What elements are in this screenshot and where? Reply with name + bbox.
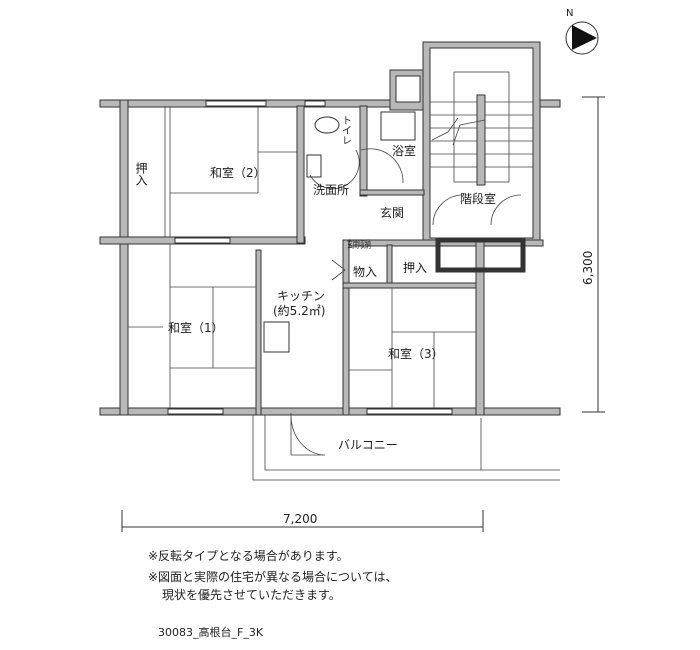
compass-label: N (566, 8, 573, 19)
room-label-entrance-storage: 玄関収納 (347, 238, 371, 251)
toilet-icon (314, 116, 340, 134)
room-label-balcony: バルコニー (338, 438, 398, 452)
room-label-storage: 物入 (353, 265, 377, 279)
dimension-depth-label: 6,300 (581, 251, 595, 285)
room-label-kitchen: キッチン (277, 289, 325, 303)
dimension-depth (582, 96, 605, 413)
room-label-washitsu-2: 和室（2） (210, 165, 266, 180)
room-label-washitsu-3: 和室（3） (388, 346, 444, 361)
compass-north-icon: N (565, 8, 599, 55)
kitchen-area: (約5.2㎡) (273, 303, 325, 318)
room-label-entrance: 玄関 (380, 205, 404, 220)
stairwell (422, 41, 541, 243)
room-label-washitsu-1: 和室（1） (168, 320, 224, 335)
dimension-width-label: 7,200 (283, 512, 317, 526)
room-label-stairwell: 階段室 (460, 191, 496, 206)
dimension-width (121, 510, 484, 532)
note-2: ※図面と実際の住宅が異なる場合については、 (148, 570, 398, 584)
room-label-bath: 浴室 (392, 143, 416, 158)
room-label-closet: 押入 (134, 162, 148, 186)
room-label-washroom: 洗面所 (313, 183, 349, 197)
balcony (252, 415, 560, 481)
note-3: 現状を優先させていただきます。 (162, 588, 341, 602)
room-label-toilet: トイレ (340, 115, 352, 145)
stove-icon (263, 321, 290, 353)
note-1: ※反転タイプとなる場合があります。 (148, 549, 349, 563)
plan-id: 30083_高根台_F_3K (158, 626, 264, 639)
bathtub-icon (380, 111, 416, 141)
sink-icon (306, 154, 322, 178)
room-label-closet-right: 押入 (403, 261, 427, 275)
